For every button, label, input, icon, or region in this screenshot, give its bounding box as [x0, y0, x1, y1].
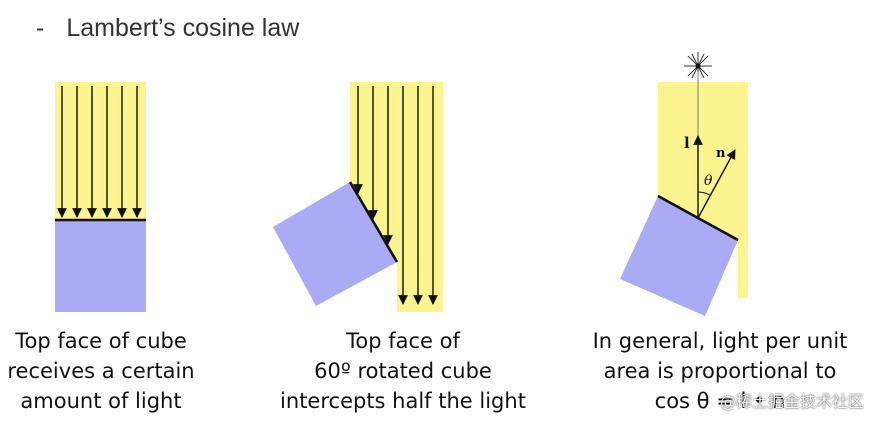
- caption-line: Top face of: [346, 329, 460, 353]
- label-theta: θ: [704, 173, 713, 189]
- panel-2-rotated-cube: [273, 82, 443, 312]
- light-beam: [658, 82, 748, 298]
- light-rays: [57, 86, 142, 218]
- caption-panel-3: In general, light per unit area is propo…: [572, 326, 868, 416]
- caption-line: cos θ = l • n: [654, 389, 786, 413]
- caption-panel-2: Top face of 60º rotated cube intercepts …: [258, 326, 548, 416]
- label-n: n: [716, 146, 726, 161]
- caption-line: intercepts half the light: [280, 389, 526, 413]
- caption-line: 60º rotated cube: [314, 359, 492, 383]
- angle-arc: [697, 191, 711, 196]
- panel-3-general-case: l n θ: [620, 52, 748, 316]
- light-beam: [55, 82, 146, 220]
- caption-panel-1: Top face of cube receives a certain amou…: [0, 326, 202, 416]
- caption-line: amount of light: [20, 389, 182, 413]
- title-text: Lambert’s cosine law: [66, 14, 300, 42]
- caption-line: receives a certain: [7, 359, 195, 383]
- cube-face: [55, 220, 146, 312]
- caption-line: Top face of cube: [15, 329, 187, 353]
- cube-face: [273, 182, 397, 306]
- cube-face: [620, 196, 738, 316]
- light-source-icon: [684, 52, 712, 80]
- label-l: l: [684, 134, 690, 152]
- top-face-edge: [348, 181, 399, 263]
- title-bullet: -: [36, 14, 45, 42]
- light-rays: [353, 86, 438, 305]
- caption-line: In general, light per unit: [592, 329, 848, 353]
- watermark: @稀土掘金技术社区: [719, 392, 864, 411]
- panel-1-straight-cube: [55, 82, 146, 312]
- normal-vector-n: [697, 149, 736, 219]
- slide-title: -Lambert’s cosine law: [36, 14, 299, 43]
- caption-line: area is proportional to: [603, 359, 837, 383]
